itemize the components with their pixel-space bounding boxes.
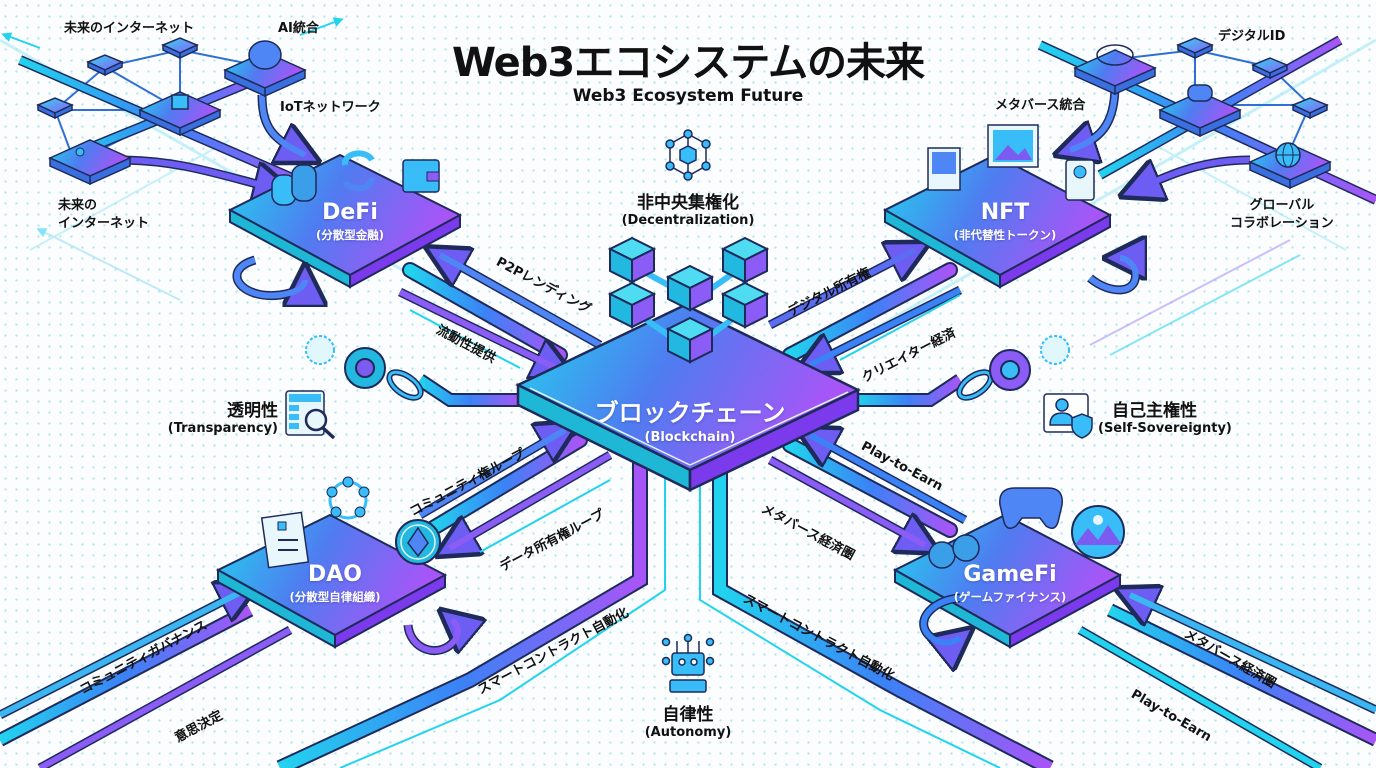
network-node (1251, 57, 1289, 80)
transparency-label: 透明性 (Transparency) (150, 396, 278, 436)
ethereum-coin-icon (395, 519, 441, 565)
loop-arrow-icon (919, 593, 960, 643)
loop-arrow-icon (403, 620, 458, 656)
database-search-icon (285, 390, 336, 440)
orbit-cube-icon (1096, 44, 1134, 66)
platform-gamefi[interactable] (892, 487, 1125, 647)
iot-node-icon (48, 139, 132, 186)
nft-subtitle: (非代替性トークン) (953, 228, 1057, 242)
blockchain-subtitle: (Blockchain) (644, 430, 736, 445)
block-cube-icon (607, 236, 657, 284)
broken-gear-icon (1040, 335, 1070, 365)
label-future-internet-line2: インターネット (58, 216, 150, 231)
pipe-nft-hub (767, 250, 963, 365)
decentralization-label: 非中央集権化 (Decentralization) (588, 188, 788, 228)
self-sovereignty-label: 自己主権性 (Self-Sovereignty) (1098, 396, 1258, 436)
gamefi-label: GameFi (ゲームファイナンス) (935, 562, 1085, 605)
autonomy-jp: 自律性 (662, 705, 714, 725)
decentralization-en: (Decentralization) (621, 213, 755, 228)
coin-stack-icon (271, 164, 317, 206)
dao-label: DAO (分散型自律組織) (270, 562, 400, 605)
ai-brain-node-icon (223, 40, 307, 98)
gamepad-node-icon (1158, 84, 1242, 138)
block-cube-icon (665, 316, 715, 364)
label-metaverse-integration: メタバース統合 (995, 98, 1086, 113)
certificate-scroll-icon (1065, 159, 1095, 201)
label-future-internet-bottom: 未来の インターネット (58, 197, 149, 233)
autonomy-en: (Autonomy) (644, 725, 732, 740)
chain-right (855, 335, 1070, 407)
brain-icon (248, 40, 282, 70)
blockchain-name: ブロックチェーン (594, 399, 786, 427)
platform-blockchain-hub[interactable] (515, 303, 861, 493)
gamepad-icon (999, 487, 1063, 529)
ballot-checklist-icon (260, 511, 310, 569)
page-title: Web3エコシステムの未来 (451, 40, 925, 86)
dao-subtitle: (分散型自律組織) (289, 590, 381, 604)
network-node (36, 97, 74, 120)
blockchain-label: ブロックチェーン (Blockchain) (560, 393, 820, 445)
defi-label: DeFi (分散型金融) (290, 200, 410, 243)
self-sovereignty-en: (Self-Sovereignty) (1098, 421, 1232, 436)
exchange-arrows-icon (341, 150, 375, 192)
picture-frame-icon (987, 124, 1039, 168)
network-nodes-tr (1073, 37, 1332, 190)
landscape-globe-icon (1071, 505, 1125, 559)
platform-dao[interactable] (215, 476, 458, 656)
platform-nft[interactable] (882, 124, 1136, 295)
transparency-jp: 透明性 (227, 401, 278, 421)
robot-icon (661, 633, 715, 693)
pipe-defi-hub (398, 255, 603, 370)
pipe-hub-bottom-right (699, 450, 1054, 768)
label-global-line1: グローバル (1249, 198, 1315, 213)
self-sovereignty-jp: 自己主権性 (1112, 401, 1197, 421)
network-node (1291, 97, 1329, 120)
broken-gear-icon (305, 335, 335, 365)
label-global-line2: コラボレーション (1230, 216, 1334, 231)
pipe-dao-bottom-left (0, 590, 293, 768)
globe-node-icon (1248, 142, 1332, 190)
label-iot-network: IoTネットワーク (280, 100, 381, 115)
pipe-hub-bottom-left (276, 450, 666, 768)
loop-arrow-icon (232, 255, 305, 296)
block-cube-icon (607, 281, 657, 329)
hub-node-icon (138, 91, 222, 137)
label-future-internet-top: 未来のインターネット (64, 21, 195, 36)
platform-defi[interactable] (227, 150, 463, 296)
network-node (86, 54, 124, 77)
label-global-collaboration: グローバル コラボレーション (1230, 197, 1334, 233)
nft-name: NFT (980, 200, 1030, 225)
block-cube-icon (720, 281, 770, 329)
nft-label: NFT (非代替性トークン) (935, 200, 1075, 243)
pipe-dao-hub (417, 430, 613, 552)
loop-arrow-icon (1087, 258, 1136, 295)
community-circle-icon (326, 476, 370, 520)
coins-icon (928, 534, 980, 569)
autonomy-label: 自律性 (Autonomy) (620, 700, 756, 740)
defi-subtitle: (分散型金融) (315, 228, 384, 242)
network-nodes-tl (36, 37, 307, 186)
network-node (161, 37, 199, 60)
label-ai-integration: AI統合 (278, 21, 319, 36)
wallet-icon (402, 159, 440, 193)
pipe-gamefi-bottom-right (1077, 595, 1376, 768)
transparency-en: (Transparency) (167, 421, 278, 436)
pipe-gamefi-hub (767, 435, 968, 545)
page-subtitle: Web3 Ecosystem Future (572, 86, 804, 106)
label-future-internet-line1: 未来の (58, 198, 98, 213)
network-cube-icon (665, 129, 711, 181)
dao-name: DAO (308, 562, 362, 587)
gamefi-subtitle: (ゲームファイナンス) (953, 590, 1067, 604)
network-node (1176, 37, 1214, 60)
digital-id-node-icon (1073, 44, 1157, 96)
block-cube-icon (665, 264, 715, 312)
decentralization-jp: 非中央集権化 (637, 193, 739, 213)
label-digital-id: デジタルID (1218, 29, 1286, 44)
gamefi-name: GameFi (963, 562, 1057, 587)
chain-left (305, 335, 520, 407)
block-cube-icon (720, 236, 770, 284)
framed-picture-icon (927, 147, 961, 191)
defi-name: DeFi (322, 200, 378, 225)
user-shield-icon (1043, 393, 1093, 439)
